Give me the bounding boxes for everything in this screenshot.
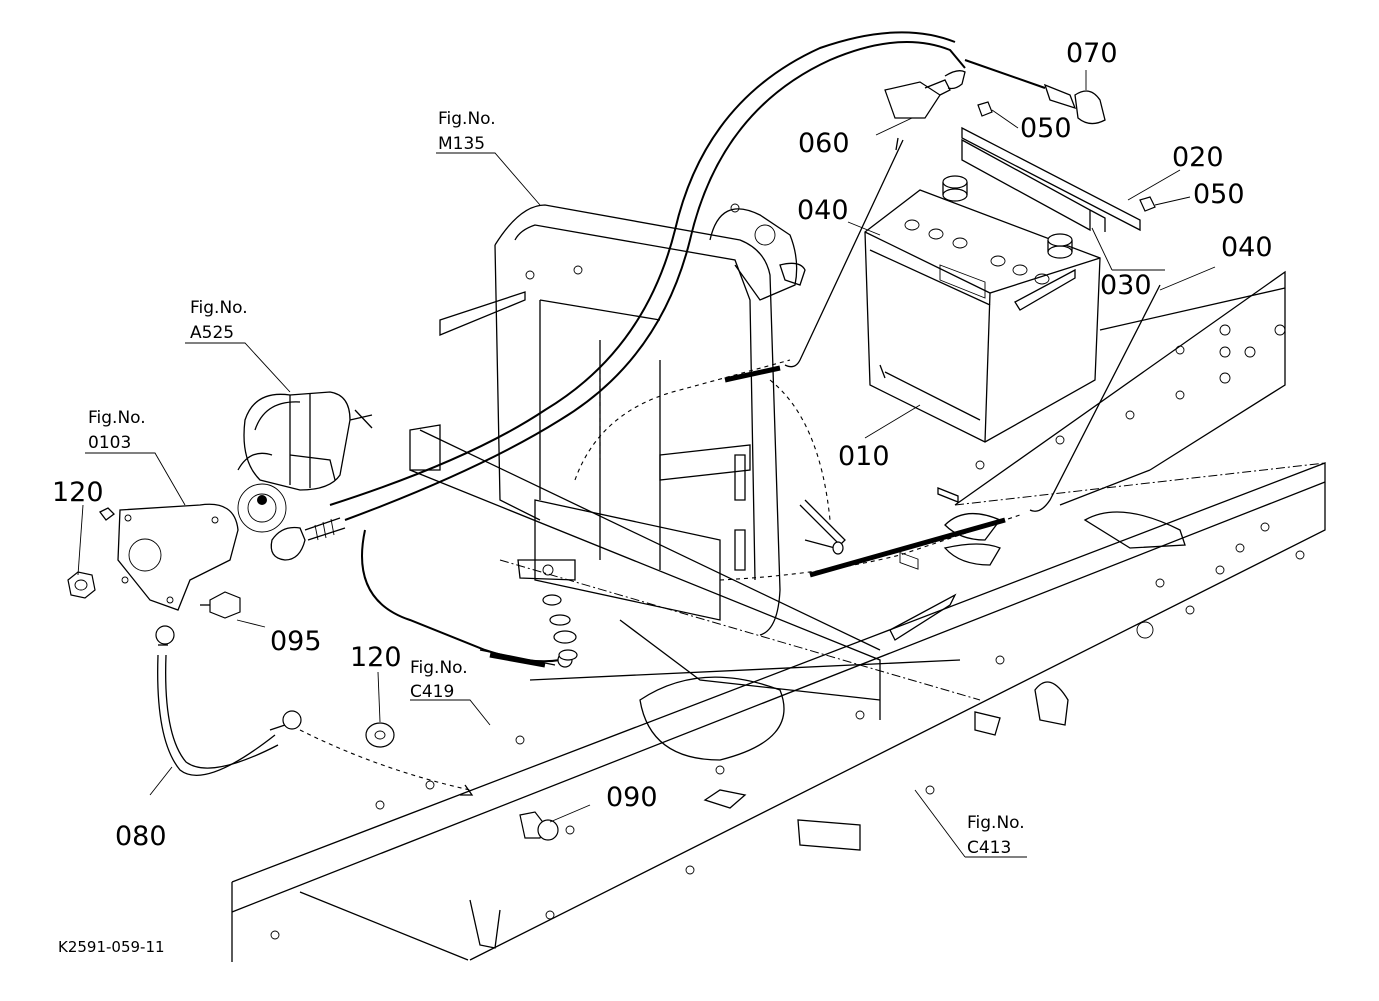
label-020: 020 — [1172, 142, 1224, 173]
label-040-right: 040 — [1221, 232, 1273, 263]
label-080: 080 — [115, 821, 167, 852]
fig-m135-code: M135 — [438, 134, 485, 154]
leader-lines — [77, 70, 1216, 858]
label-030: 030 — [1100, 270, 1152, 301]
label-095: 095 — [270, 626, 322, 657]
fig-c413-title: Fig.No. — [967, 813, 1025, 833]
battery-holder — [961, 126, 1141, 232]
document-id: K2591-059-11 — [58, 938, 165, 956]
fig-0103-code: 0103 — [88, 433, 131, 453]
fig-a525-title: Fig.No. — [190, 298, 248, 318]
switch-095 — [200, 591, 241, 619]
nut-120-left — [67, 571, 96, 599]
hold-down-rod-left — [784, 137, 904, 368]
bolt-stack — [542, 594, 578, 661]
fig-m135-title: Fig.No. — [438, 109, 496, 129]
label-050-upper: 050 — [1020, 113, 1072, 144]
wing-nuts — [977, 101, 1156, 212]
label-120-lower: 120 — [350, 642, 402, 673]
starter-motor — [237, 391, 373, 533]
label-070: 070 — [1066, 38, 1118, 69]
fig-0103-title: Fig.No. — [88, 408, 146, 428]
label-040-left: 040 — [797, 195, 849, 226]
negative-cable — [964, 59, 1106, 125]
starter-cable-terminal — [270, 517, 346, 561]
part-labels: 070 050 060 020 050 040 040 030 010 120 … — [52, 38, 1273, 852]
fig-c419-code: C419 — [410, 682, 454, 702]
fig-a525-code: A525 — [190, 323, 234, 343]
label-010: 010 — [838, 441, 890, 472]
label-120-left: 120 — [52, 477, 104, 508]
frame-holes — [270, 324, 1305, 940]
engine-plate — [99, 503, 239, 611]
label-050-lower: 050 — [1193, 179, 1245, 210]
label-060: 060 — [798, 128, 850, 159]
figure-references: Fig.No. M135 Fig.No. A525 Fig.No. 0103 F… — [88, 109, 1025, 858]
ground-strap-080 — [155, 625, 302, 776]
bolt-small — [804, 487, 959, 555]
battery — [864, 175, 1101, 570]
switch-090 — [519, 811, 559, 841]
washer-120-lower — [365, 722, 395, 748]
fig-c419-title: Fig.No. — [410, 658, 468, 678]
hold-down-rod-right — [1029, 284, 1161, 512]
label-090: 090 — [606, 782, 658, 813]
dotted-routing — [299, 359, 1021, 796]
battery-terminal-negative — [1047, 233, 1073, 259]
battery-terminal-positive — [942, 175, 968, 202]
seat-frame — [409, 203, 831, 636]
positive-cable — [329, 31, 966, 521]
fig-c413-code: C413 — [967, 838, 1011, 858]
battery-cell-caps — [904, 219, 1050, 299]
main-frame — [231, 270, 1326, 962]
